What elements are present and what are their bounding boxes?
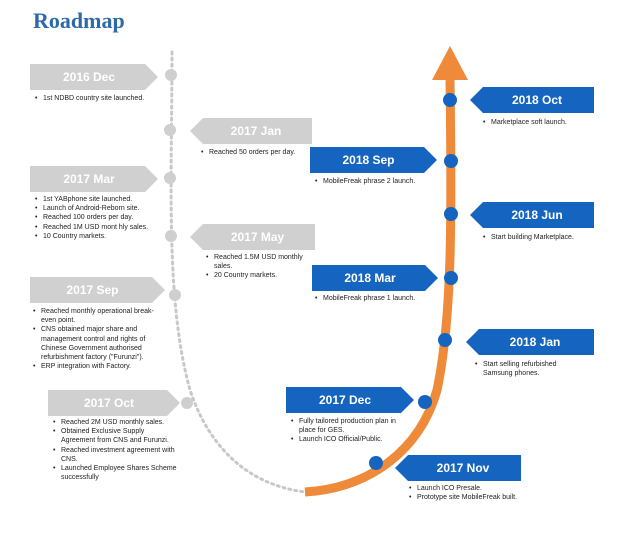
milestone-items-2018-jun: Start building Marketplace. xyxy=(482,233,602,242)
list-item: Launch ICO Official/Public. xyxy=(290,435,408,444)
list-item: Fully tailored production plan in place … xyxy=(290,417,408,435)
list-item: Prototype site MobileFreak built. xyxy=(408,493,548,502)
milestone-items-2016-dec: 1st NDBD country site launched. xyxy=(34,94,174,103)
dotted-timeline-line xyxy=(169,50,307,494)
timeline-dot xyxy=(444,207,458,221)
milestone-label-2018-jun: 2018 Jun xyxy=(470,202,594,228)
list-item: Reached 1M USD mont hly sales. xyxy=(34,223,174,232)
milestone-label-2017-may: 2017 May xyxy=(190,224,315,250)
milestone-items-2018-mar: MobileFreak phrase 1 launch. xyxy=(314,294,439,303)
milestone-label-2016-dec: 2016 Dec xyxy=(30,64,158,90)
timeline-dot xyxy=(164,172,176,184)
list-item: 1st NDBD country site launched. xyxy=(34,94,174,103)
milestone-items-2017-dec: Fully tailored production plan in place … xyxy=(290,417,408,445)
list-item: MobileFreak phrase 1 launch. xyxy=(314,294,439,303)
list-item: Launch of Android-Reborn site. xyxy=(34,204,174,213)
timeline-dot xyxy=(181,397,193,409)
timeline-dot xyxy=(443,93,457,107)
milestone-items-2018-oct: Marketplace soft launch. xyxy=(482,118,602,127)
milestone-items-2018-jan: Start selling refurbished Samsung phones… xyxy=(474,360,584,378)
timeline-dot xyxy=(444,271,458,285)
list-item: Reached monthly operational break-even p… xyxy=(32,307,167,325)
milestone-items-2017-sep: Reached monthly operational break-even p… xyxy=(32,307,167,372)
list-item: Reached 100 orders per day. xyxy=(34,213,174,222)
orange-timeline-arrow xyxy=(304,79,456,497)
timeline-dot xyxy=(438,333,452,347)
list-item: Reached 50 orders per day. xyxy=(200,148,320,157)
timeline-dot xyxy=(444,154,458,168)
list-item: Start selling refurbished Samsung phones… xyxy=(474,360,584,378)
milestone-label-2018-jan: 2018 Jan xyxy=(466,329,594,355)
milestone-label-2018-oct: 2018 Oct xyxy=(470,87,594,113)
list-item: Obtained Exclusive Supply Agreement from… xyxy=(52,427,177,445)
milestone-items-2017-mar: 1st YABphone site launched. Launch of An… xyxy=(34,195,174,241)
list-item: MobileFreak phrase 2 launch. xyxy=(314,177,439,186)
milestone-items-2017-may: Reached 1.5M USD monthly sales. 20 Count… xyxy=(205,253,320,281)
milestone-label-2017-nov: 2017 Nov xyxy=(395,455,521,481)
milestone-label-2017-sep: 2017 Sep xyxy=(30,277,165,303)
list-item: Marketplace soft launch. xyxy=(482,118,602,127)
milestone-label-2017-mar: 2017 Mar xyxy=(30,166,158,192)
milestone-items-2017-oct: Reached 2M USD monthly sales. Obtained E… xyxy=(52,418,177,482)
milestone-items-2017-nov: Launch ICO Presale. Prototype site Mobil… xyxy=(408,484,548,503)
timeline-dot xyxy=(418,395,432,409)
milestone-label-2018-sep: 2018 Sep xyxy=(310,147,437,173)
timeline-dot xyxy=(369,456,383,470)
milestone-label-2018-mar: 2018 Mar xyxy=(312,265,438,291)
list-item: 1st YABphone site launched. xyxy=(34,195,174,204)
list-item: 20 Country markets. xyxy=(205,271,320,280)
timeline-dot xyxy=(164,124,176,136)
list-item: ERP integration with Factory. xyxy=(32,362,167,371)
milestone-label-2017-oct: 2017 Oct xyxy=(48,390,180,416)
timeline-dot xyxy=(169,289,181,301)
page-title: Roadmap xyxy=(33,8,125,33)
list-item: Reached investment agreement with CNS. xyxy=(52,446,177,464)
list-item: CNS obtained major share and management … xyxy=(32,325,167,362)
list-item: Launch ICO Presale. xyxy=(408,484,548,493)
list-item: 10 Country markets. xyxy=(34,232,174,241)
milestone-label-2017-jan: 2017 Jan xyxy=(190,118,312,144)
list-item: Launched Employee Shares Scheme successf… xyxy=(52,464,177,482)
milestone-items-2018-sep: MobileFreak phrase 2 launch. xyxy=(314,177,439,186)
milestone-label-2017-dec: 2017 Dec xyxy=(286,387,414,413)
arrow-head-icon xyxy=(432,46,468,80)
timeline-dot xyxy=(165,69,177,81)
list-item: Reached 1.5M USD monthly sales. xyxy=(205,253,320,271)
list-item: Reached 2M USD monthly sales. xyxy=(52,418,177,427)
milestone-items-2017-jan: Reached 50 orders per day. xyxy=(200,148,320,157)
list-item: Start building Marketplace. xyxy=(482,233,602,242)
